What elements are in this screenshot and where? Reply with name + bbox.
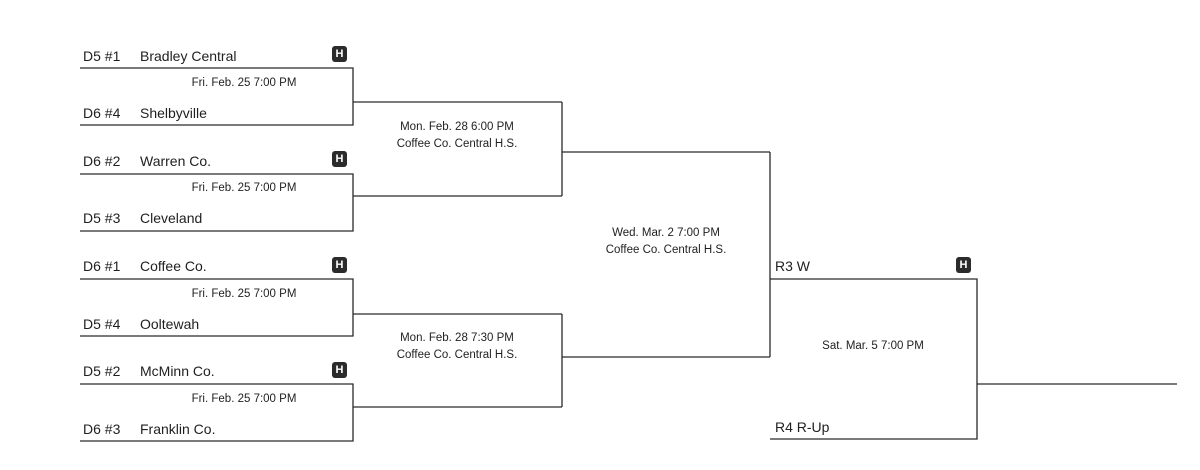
seed-label: D6 #3 [83, 421, 121, 437]
semifinal-time: Mon. Feb. 28 7:30 PM [400, 332, 514, 344]
home-badge-icon: H [332, 151, 347, 167]
bracket-line-sf2 [561, 314, 770, 407]
team-name: Warren Co. [140, 153, 212, 169]
team-name: Shelbyville [140, 105, 207, 121]
team-name: Ooltewah [140, 316, 200, 332]
team-name: Franklin Co. [140, 421, 216, 437]
semifinal-venue: Coffee Co. Central H.S. [396, 349, 518, 361]
home-badge-icon: H [956, 257, 971, 273]
seed-label: D6 #2 [83, 153, 121, 169]
bracket-line-r1-g1 [80, 67, 562, 126]
final-time: Wed. Mar. 2 7:00 PM [612, 227, 720, 239]
home-badge-icon: H [332, 362, 347, 378]
semifinal-time: Mon. Feb. 28 6:00 PM [400, 121, 514, 133]
seed-label: D6 #1 [83, 258, 121, 274]
seed-label: D6 #4 [83, 105, 121, 121]
bracket-line-r1-g4 [80, 383, 562, 442]
substate-team-top: R3 W [775, 258, 810, 274]
team-name: McMinn Co. [140, 363, 215, 379]
home-badge-icon: H [332, 46, 347, 62]
bracket-line-r1-g2 [80, 173, 562, 232]
bracket-line-r1-g3 [80, 278, 562, 337]
seed-label: D5 #3 [83, 210, 121, 226]
team-name: Bradley Central [140, 48, 237, 64]
team-name: Cleveland [140, 210, 203, 226]
bracket-line-substate [770, 278, 1177, 440]
game-time: Fri. Feb. 25 7:00 PM [191, 393, 297, 405]
final-venue: Coffee Co. Central H.S. [605, 244, 727, 256]
game-time: Fri. Feb. 25 7:00 PM [191, 182, 297, 194]
game-time: Fri. Feb. 25 7:00 PM [191, 288, 297, 300]
substate-team-bottom: R4 R-Up [775, 419, 830, 435]
semifinal-venue: Coffee Co. Central H.S. [396, 138, 518, 150]
home-badge-icon: H [332, 257, 347, 273]
game-time: Fri. Feb. 25 7:00 PM [191, 77, 297, 89]
team-name: Coffee Co. [140, 258, 207, 274]
bracket-line-sf1 [561, 102, 770, 196]
substate-time: Sat. Mar. 5 7:00 PM [822, 340, 924, 352]
seed-label: D5 #2 [83, 363, 121, 379]
seed-label: D5 #1 [83, 48, 121, 64]
seed-label: D5 #4 [83, 316, 121, 332]
